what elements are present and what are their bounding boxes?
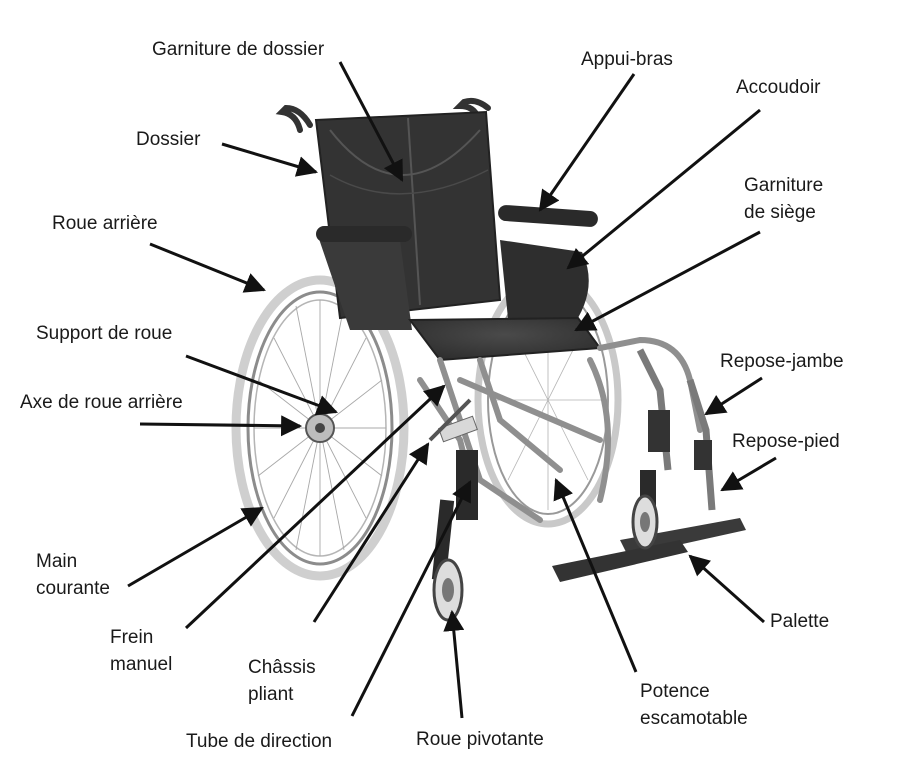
label-appui-bras: Appui-bras (581, 49, 673, 70)
arrow-dossier (221, 142, 319, 177)
armrest-right (498, 205, 598, 227)
arrow-tube-direction (350, 480, 472, 717)
label-chassis: Châssis pliant (248, 654, 316, 708)
label-frein: Frein manuel (110, 624, 172, 678)
side-guard-left (318, 236, 412, 330)
label-chassis-line1: Châssis (248, 657, 316, 678)
label-garniture-siege-line2: de siège (744, 202, 816, 223)
label-palette: Palette (770, 611, 830, 632)
label-main-courante-line1: Main (36, 551, 78, 572)
arrow-frein (184, 384, 446, 630)
label-accoudoir: Accoudoir (736, 77, 821, 98)
arrow-axe-roue (139, 415, 303, 437)
label-axe-roue: Axe de roue arrière (20, 392, 183, 413)
rear-wheel-left (231, 275, 409, 581)
label-potence-line1: Potence (640, 681, 710, 702)
arrow-accoudoir (566, 108, 761, 270)
label-garniture-dossier: Garniture de dossier (152, 39, 325, 60)
arrow-support-roue (185, 354, 338, 416)
footplate-left (552, 540, 688, 582)
caster-right (631, 470, 659, 550)
arrow-main-courante (127, 506, 264, 588)
legrest (636, 348, 716, 511)
arrow-palette (688, 554, 765, 624)
arrow-repose-pied (720, 456, 777, 492)
label-potence-line2: escamotable (640, 708, 748, 729)
arrow-roue-pivotante (443, 609, 465, 719)
label-frein-line2: manuel (110, 654, 173, 675)
frame (417, 336, 703, 523)
label-main-courante: Main courante (36, 548, 110, 602)
label-garniture-siege: Garniture de siège (744, 172, 823, 226)
label-roue-arriere: Roue arrière (52, 213, 158, 234)
leader-arrows (127, 61, 777, 719)
arrow-repose-jambe (704, 376, 763, 416)
label-main-courante-line2: courante (36, 578, 110, 599)
label-chassis-line2: pliant (248, 684, 294, 705)
caster-left (431, 450, 478, 622)
label-repose-jambe: Repose-jambe (720, 351, 844, 372)
label-tube-direction: Tube de direction (186, 731, 333, 752)
label-repose-pied: Repose-pied (732, 431, 840, 452)
arrow-potence (553, 478, 638, 673)
label-support-roue: Support de roue (36, 323, 173, 344)
arrow-chassis (312, 442, 430, 623)
label-dossier: Dossier (136, 129, 201, 150)
arrow-garniture-dossier (338, 61, 404, 182)
armrest-left (316, 226, 412, 242)
arrow-roue-arriere (149, 242, 266, 293)
label-potence: Potence escamotable (640, 678, 748, 732)
hand-brake (428, 398, 478, 443)
arrow-garniture-siege (574, 230, 761, 332)
label-frein-line1: Frein (110, 627, 154, 648)
label-roue-pivotante: Roue pivotante (416, 729, 544, 750)
label-garniture-siege-line1: Garniture (744, 175, 824, 196)
arrow-appui-bras (538, 73, 636, 212)
